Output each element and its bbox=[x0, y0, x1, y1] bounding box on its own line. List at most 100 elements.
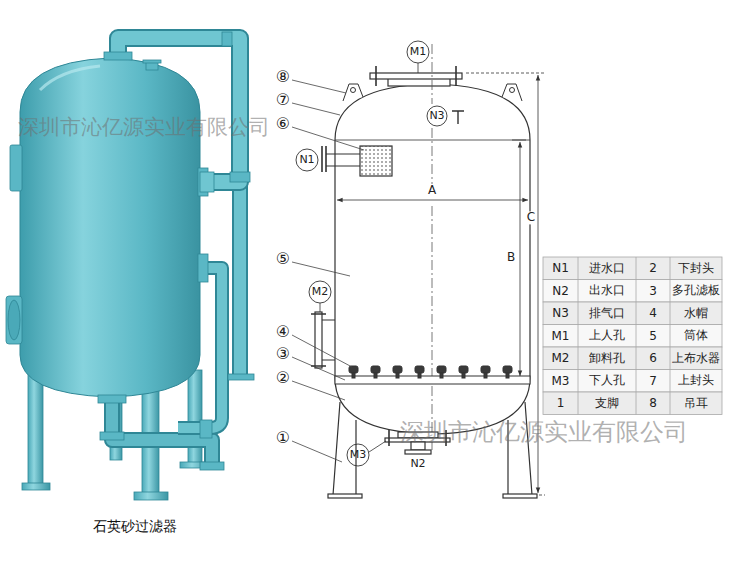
table-cell: 上封头 bbox=[670, 370, 722, 393]
vessel-outline bbox=[335, 140, 530, 378]
nozzle-tag: M2 bbox=[312, 286, 329, 298]
tank-legs bbox=[134, 492, 168, 500]
table-cell: 6 bbox=[636, 347, 670, 370]
dimension-lines bbox=[520, 142, 521, 376]
tank-body bbox=[40, 66, 100, 90]
nozzle-tag: N1 bbox=[299, 154, 314, 166]
callout-number: ② bbox=[276, 369, 290, 387]
tank-legs bbox=[188, 370, 202, 465]
inlet-distributor bbox=[326, 154, 360, 166]
lifting-lug bbox=[351, 88, 356, 93]
nozzle-tag: N3 bbox=[429, 110, 444, 122]
inlet-distributor bbox=[322, 146, 326, 172]
dimension-label: C bbox=[526, 211, 536, 224]
discharge-hole bbox=[309, 281, 331, 303]
filter-plate bbox=[459, 366, 468, 373]
tank-fittings bbox=[228, 374, 254, 380]
filter-plate bbox=[481, 366, 490, 373]
table-cell: 下封头 bbox=[670, 257, 722, 280]
tank-fittings bbox=[104, 52, 132, 60]
table-cell: 3 bbox=[636, 280, 670, 303]
caption: 石英砂过滤器 bbox=[93, 519, 177, 534]
vent-nozzle bbox=[427, 106, 464, 126]
tank-fittings bbox=[198, 254, 208, 282]
table-cell: 进水口 bbox=[578, 257, 636, 280]
table-cell: 2 bbox=[636, 257, 670, 280]
watermark: 深圳市沁亿源实业有限公司 bbox=[18, 116, 270, 139]
callout-number: ③ bbox=[276, 345, 290, 363]
table-cell: 1 bbox=[543, 392, 578, 415]
table-cell: 5 bbox=[636, 325, 670, 348]
tank-pipes bbox=[234, 180, 246, 378]
filter-plate bbox=[349, 366, 358, 373]
callout-leaders bbox=[292, 441, 342, 462]
tank-fittings bbox=[100, 432, 124, 440]
table-cell: 下人孔 bbox=[578, 370, 636, 393]
filter-plate bbox=[374, 373, 377, 378]
filter-plate bbox=[440, 373, 443, 378]
tank-fittings bbox=[200, 420, 212, 438]
parts-table bbox=[543, 257, 722, 415]
tank-fittings bbox=[222, 32, 232, 46]
table-cell: 4 bbox=[636, 302, 670, 325]
discharge-hole bbox=[320, 303, 321, 312]
tank-pipes bbox=[232, 180, 248, 378]
tank-fittings bbox=[200, 462, 224, 470]
table-cell: 支脚 bbox=[578, 392, 636, 415]
callout-number: ⑤ bbox=[276, 250, 290, 268]
filter-plate bbox=[462, 373, 465, 378]
vent-nozzle bbox=[427, 106, 447, 126]
table-rule bbox=[670, 257, 671, 415]
table-cell: 卸料孔 bbox=[578, 347, 636, 370]
filter-plate bbox=[506, 373, 509, 378]
nozzle-tag: M3 bbox=[350, 449, 367, 461]
tank-fittings bbox=[230, 172, 250, 182]
support-legs bbox=[328, 494, 362, 498]
callout-number: ④ bbox=[276, 323, 290, 341]
inlet-distributor bbox=[296, 146, 392, 176]
vent-nozzle bbox=[452, 111, 464, 124]
nozzle-tag: M1 bbox=[410, 46, 427, 58]
support-legs bbox=[328, 402, 537, 498]
table-row bbox=[543, 302, 722, 325]
center-line bbox=[432, 44, 433, 450]
callout-number: ⑥ bbox=[276, 115, 290, 133]
tank-body bbox=[20, 58, 200, 397]
tank-fittings bbox=[8, 300, 20, 340]
manhole-top bbox=[407, 41, 429, 63]
filter-plate bbox=[371, 366, 380, 373]
table-cell: M2 bbox=[543, 347, 578, 370]
table-cell: 7 bbox=[636, 370, 670, 393]
manhole-top bbox=[370, 41, 462, 86]
callout-leaders bbox=[292, 80, 364, 462]
outlet-manhole-bottom bbox=[405, 450, 431, 454]
callout-number: ① bbox=[276, 429, 290, 447]
filter-plate bbox=[335, 366, 530, 384]
filter-plate bbox=[393, 366, 402, 373]
callout-leaders bbox=[292, 127, 364, 150]
table-cell: 筒体 bbox=[670, 325, 722, 348]
lifting-lug bbox=[502, 84, 522, 101]
dimension-lines bbox=[337, 200, 528, 201]
tank-legs bbox=[22, 483, 50, 490]
table-row bbox=[543, 325, 722, 348]
discharge-hole bbox=[309, 281, 335, 368]
table-cell: 排气口 bbox=[578, 302, 636, 325]
filter-plate bbox=[437, 366, 446, 373]
filter-plate bbox=[484, 373, 487, 378]
support-legs bbox=[503, 494, 537, 498]
filter-plate bbox=[335, 376, 530, 384]
nozzle-tag: N2 bbox=[410, 458, 425, 470]
discharge-hole bbox=[311, 314, 326, 366]
tank-fittings bbox=[6, 296, 22, 344]
table-cell: 吊耳 bbox=[670, 392, 722, 415]
callout-leaders bbox=[292, 381, 345, 400]
table-row bbox=[543, 370, 722, 393]
table-row bbox=[543, 347, 722, 370]
table-row bbox=[543, 392, 722, 415]
table-cell: 多孔滤板 bbox=[670, 280, 722, 303]
tank-fittings bbox=[98, 395, 126, 403]
tank-fittings bbox=[143, 60, 161, 63]
dimension-label: B bbox=[506, 251, 516, 264]
callout-number: ⑦ bbox=[276, 91, 290, 109]
